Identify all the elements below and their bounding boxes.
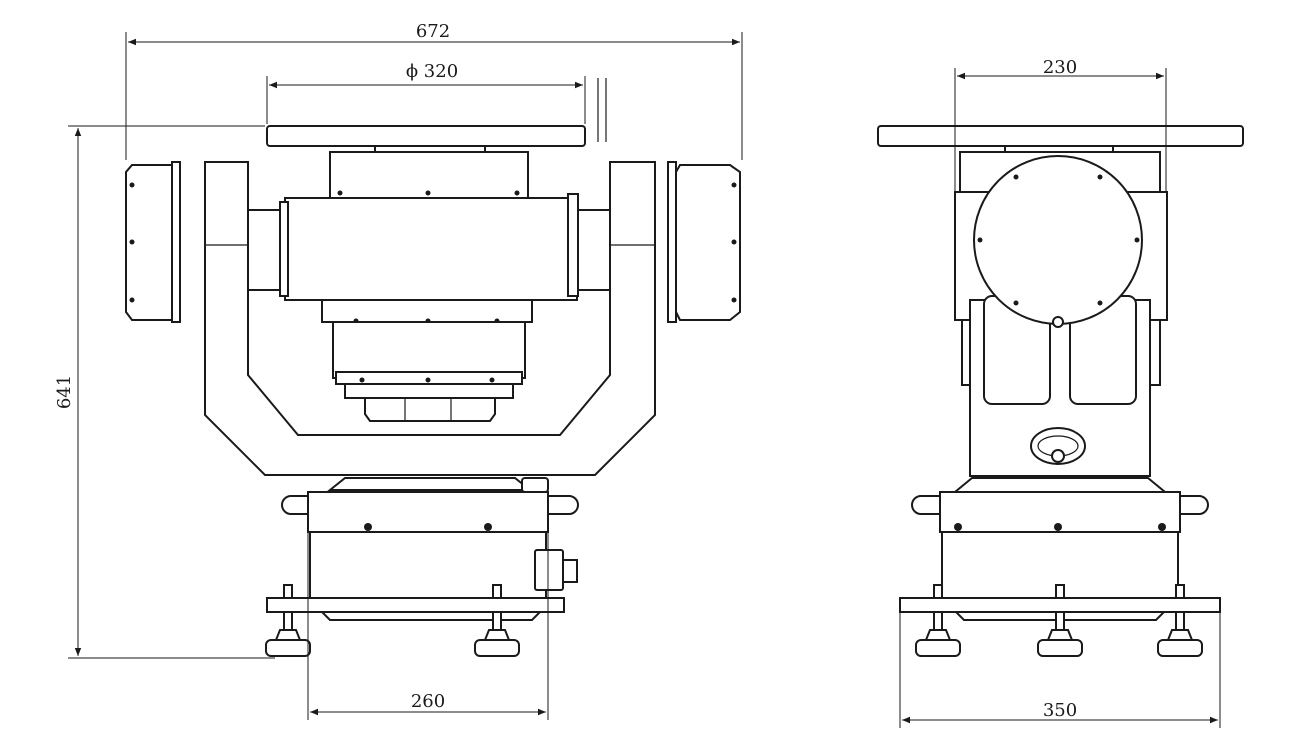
front-left-axle <box>247 209 281 291</box>
front-camera-lower-flange <box>321 299 533 323</box>
front-mounting-plate <box>266 597 565 613</box>
platform-diameter-label: ϕ 320 <box>406 61 458 82</box>
front-leveling-foot-right <box>474 584 520 657</box>
front-bottom-window <box>364 397 496 422</box>
front-lower-housing <box>332 321 526 379</box>
front-right-axle <box>577 209 611 291</box>
front-height-label: 641 <box>54 375 75 409</box>
side-leveling-foot-left <box>915 584 961 657</box>
front-view: 672 ϕ 320 641 260 <box>54 21 743 720</box>
side-mounting-plate <box>899 597 1221 613</box>
side-base-width-label: 350 <box>1043 700 1077 721</box>
side-platform-width-label: 230 <box>1043 57 1077 78</box>
front-connector <box>534 549 564 591</box>
front-base-width-label: 260 <box>411 691 445 712</box>
front-top-platform <box>266 125 586 147</box>
side-leveling-foot-right <box>1157 584 1203 657</box>
side-top-platform <box>877 125 1244 147</box>
front-right-motor <box>675 164 741 321</box>
front-leveling-foot-left <box>265 584 311 657</box>
front-width-label: 672 <box>416 21 450 42</box>
front-camera-body <box>284 197 578 301</box>
front-upper-housing <box>329 151 529 199</box>
front-base-cylinder <box>309 531 547 599</box>
front-yoke-frame <box>204 161 656 476</box>
side-vent <box>1030 427 1086 465</box>
side-view: 230 350 <box>877 57 1244 728</box>
side-turntable <box>952 477 1168 493</box>
side-camera-window <box>973 155 1143 325</box>
front-turntable <box>327 477 533 491</box>
front-base-ring <box>307 491 549 533</box>
side-leveling-foot-center <box>1037 584 1083 657</box>
